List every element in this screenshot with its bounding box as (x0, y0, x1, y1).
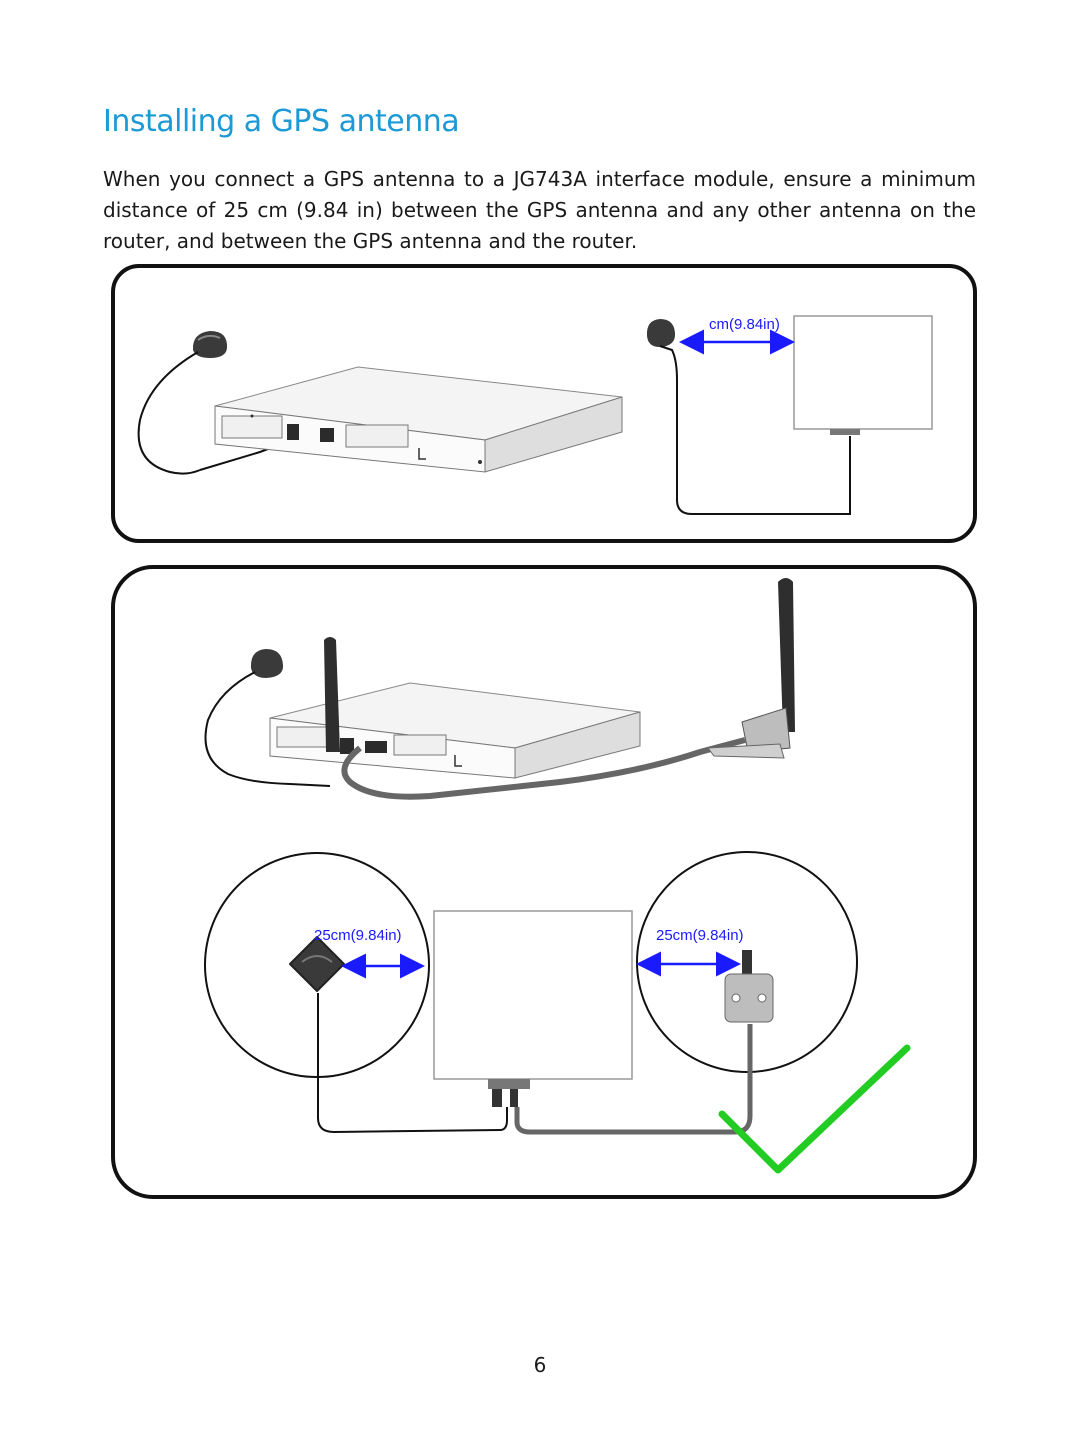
stick-antenna-icon (707, 578, 795, 759)
section-title: Installing a GPS antenna (103, 104, 460, 139)
top-distance-label: cm(9.84in) (709, 316, 780, 333)
router-icon (214, 366, 623, 473)
wall-panel (793, 315, 933, 435)
body-paragraph: When you connect a GPS antenna to a JG74… (103, 167, 976, 253)
bottom-panel: 25cm(9.84in) 25cm(9.84in) (111, 565, 977, 1199)
top-panel: cm(9.84in) (111, 264, 977, 543)
left-distance-label: 25cm(9.84in) (314, 927, 402, 944)
router-icon (269, 682, 641, 779)
gps-antenna-icon (646, 319, 852, 515)
detail-circle-right: 25cm(9.84in) (636, 851, 858, 1073)
gps-antenna-icon (137, 331, 296, 475)
wall-panel (433, 910, 633, 1107)
check-icon (718, 1044, 911, 1174)
stick-antenna-icon (324, 637, 340, 752)
page-number: 6 (533, 1353, 547, 1377)
gps-antenna-icon (204, 649, 331, 787)
right-distance-label: 25cm(9.84in) (656, 927, 744, 944)
